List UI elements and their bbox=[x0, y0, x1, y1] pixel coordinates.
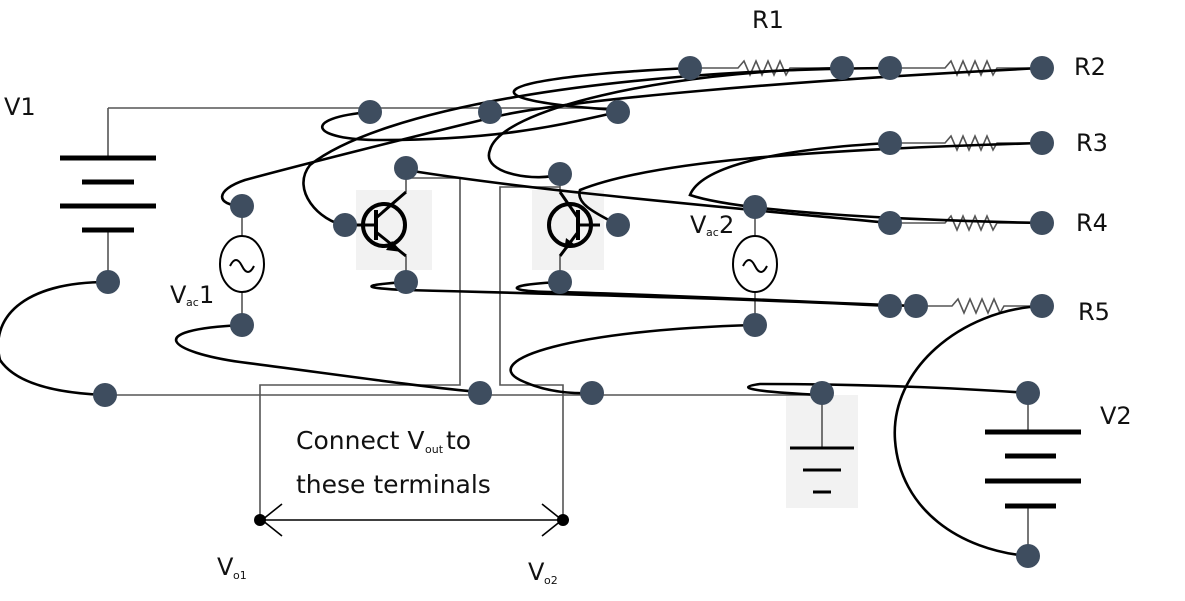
resistor-r2 bbox=[890, 58, 1042, 78]
wire bbox=[0, 280, 109, 397]
terminal[interactable] bbox=[878, 131, 902, 155]
terminal[interactable] bbox=[230, 194, 254, 218]
label-r4: R4 bbox=[1076, 209, 1108, 237]
label-vac2-sub: ac bbox=[706, 226, 719, 239]
resistor-r5 bbox=[916, 296, 1042, 316]
terminal[interactable] bbox=[1016, 544, 1040, 568]
label-r2: R2 bbox=[1074, 53, 1106, 81]
terminal[interactable] bbox=[478, 100, 502, 124]
terminal[interactable] bbox=[878, 211, 902, 235]
label-vac2: V ac 2 bbox=[690, 211, 734, 239]
resistor-r3 bbox=[890, 133, 1042, 153]
label-v1: V1 bbox=[4, 93, 36, 121]
terminal[interactable] bbox=[878, 294, 902, 318]
terminals bbox=[93, 56, 1054, 568]
wire bbox=[512, 66, 691, 112]
annotation-line1-suffix: to bbox=[446, 426, 471, 455]
terminal[interactable] bbox=[743, 313, 767, 337]
wire bbox=[747, 382, 1029, 397]
terminal[interactable] bbox=[606, 213, 630, 237]
wire bbox=[509, 323, 756, 395]
label-vac2-num: 2 bbox=[719, 211, 734, 239]
battery-v1 bbox=[60, 155, 156, 233]
ground-symbol bbox=[790, 446, 854, 494]
wire bbox=[515, 280, 917, 308]
terminal[interactable] bbox=[394, 270, 418, 294]
terminal[interactable] bbox=[1016, 381, 1040, 405]
label-vo2-sub: o2 bbox=[544, 574, 558, 587]
terminal[interactable] bbox=[548, 270, 572, 294]
terminal[interactable] bbox=[333, 213, 357, 237]
ac-source-vac2 bbox=[732, 235, 778, 293]
terminal[interactable] bbox=[1030, 131, 1054, 155]
battery-v2 bbox=[985, 429, 1081, 509]
terminal[interactable] bbox=[830, 56, 854, 80]
terminal[interactable] bbox=[468, 381, 492, 405]
wire bbox=[688, 141, 1043, 225]
terminal[interactable] bbox=[678, 56, 702, 80]
terminal[interactable] bbox=[96, 270, 120, 294]
schematic-lines bbox=[105, 107, 1029, 556]
label-vo1: V o1 bbox=[217, 553, 247, 582]
wire bbox=[302, 66, 891, 227]
label-r3: R3 bbox=[1076, 129, 1108, 157]
terminal[interactable] bbox=[580, 381, 604, 405]
annotation-line1-prefix: Connect V bbox=[296, 426, 424, 455]
transistor-q2 bbox=[547, 191, 600, 257]
vo2-terminal-dot[interactable] bbox=[557, 514, 569, 526]
annotation-connect-vout: Connect V out to these terminals bbox=[296, 426, 491, 499]
terminal[interactable] bbox=[743, 195, 767, 219]
label-vo2-main: V bbox=[528, 558, 545, 586]
ac-source-vac1 bbox=[219, 235, 265, 293]
label-v2: V2 bbox=[1100, 402, 1132, 430]
terminal[interactable] bbox=[878, 56, 902, 80]
terminal[interactable] bbox=[548, 162, 572, 186]
annotation-line2: these terminals bbox=[296, 470, 491, 499]
resistor-r1 bbox=[690, 58, 842, 78]
vo1-terminal-dot[interactable] bbox=[254, 514, 266, 526]
label-vo1-main: V bbox=[217, 553, 234, 581]
terminal[interactable] bbox=[394, 156, 418, 180]
terminal[interactable] bbox=[230, 313, 254, 337]
label-vac2-main: V bbox=[690, 211, 707, 239]
terminal[interactable] bbox=[358, 100, 382, 124]
terminal[interactable] bbox=[904, 294, 928, 318]
wire bbox=[174, 323, 481, 394]
resistor-r4 bbox=[890, 213, 1042, 233]
label-r5: R5 bbox=[1078, 298, 1110, 326]
wire bbox=[405, 168, 891, 225]
wire bbox=[320, 110, 619, 142]
terminal[interactable] bbox=[1030, 294, 1054, 318]
terminal[interactable] bbox=[93, 383, 117, 407]
label-vac1-num: 1 bbox=[199, 281, 214, 309]
terminal[interactable] bbox=[606, 100, 630, 124]
terminal[interactable] bbox=[810, 381, 834, 405]
label-vo1-sub: o1 bbox=[233, 569, 247, 582]
annotation-line1-sub: out bbox=[425, 443, 444, 456]
terminal[interactable] bbox=[1030, 211, 1054, 235]
label-vac1-sub: ac bbox=[186, 296, 199, 309]
label-vac1: V ac 1 bbox=[170, 281, 214, 309]
terminal[interactable] bbox=[1030, 56, 1054, 80]
label-vo2: V o2 bbox=[528, 558, 558, 587]
wire bbox=[893, 304, 1043, 558]
wire bbox=[487, 66, 843, 179]
label-vac1-main: V bbox=[170, 281, 187, 309]
transistor-q1 bbox=[356, 190, 407, 258]
label-r1: R1 bbox=[752, 6, 784, 34]
output-terminal-arrow bbox=[260, 503, 564, 537]
